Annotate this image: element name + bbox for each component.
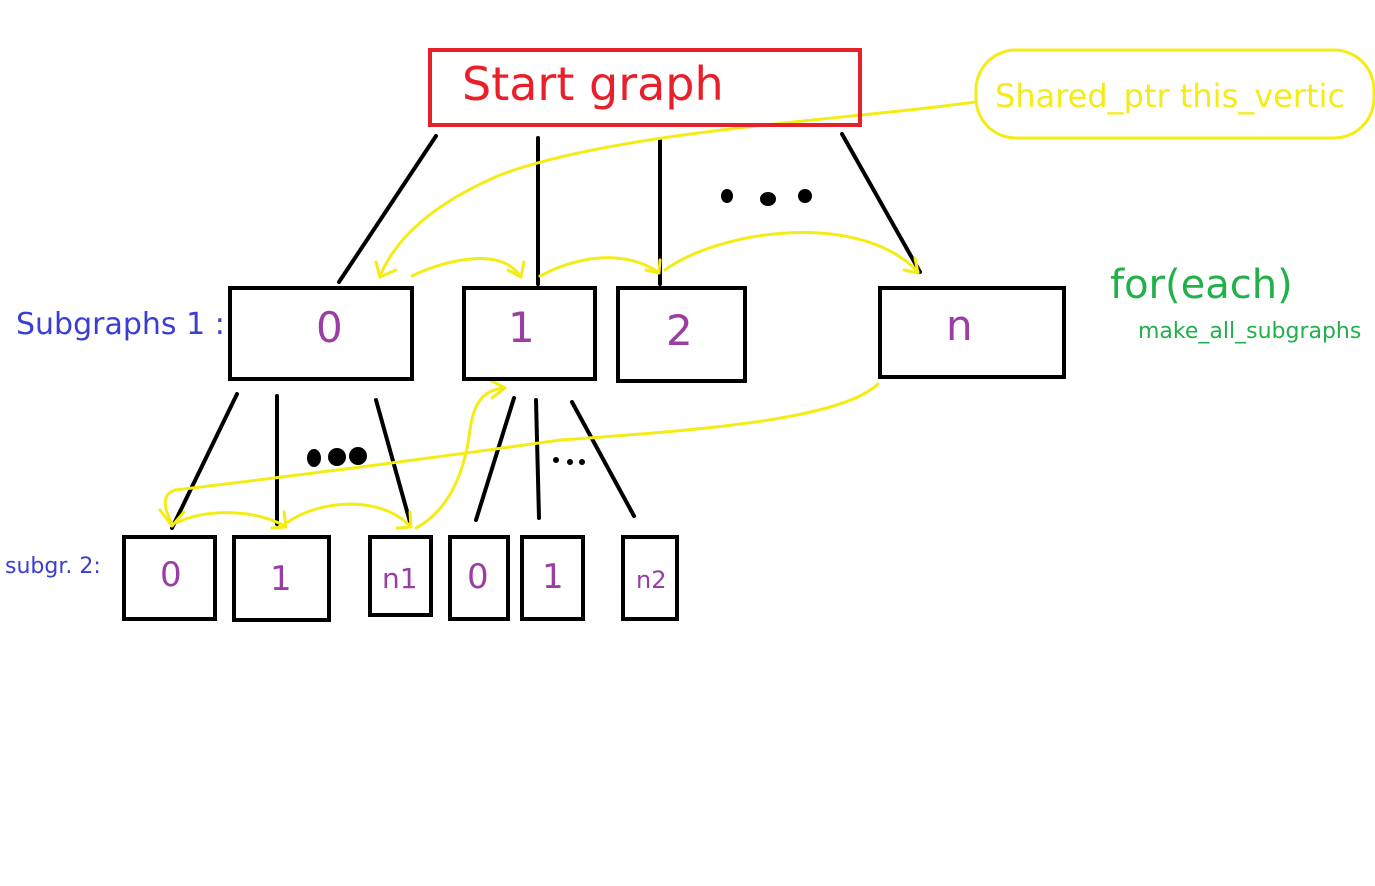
node-label: 0 (316, 303, 343, 352)
pointer-note-to-node-0 (378, 100, 977, 278)
pointer-n-to-sub2-0 (163, 382, 880, 526)
arrowhead-icon (488, 378, 507, 400)
level1-node-2: 2 (616, 286, 747, 383)
level2-node-0b: 0 (448, 535, 510, 621)
node-label: 1 (542, 557, 564, 597)
edge-0-to-n1 (374, 398, 412, 524)
level1-node-0: 0 (228, 286, 414, 381)
pointer-n1-to-node-1 (414, 386, 506, 530)
arrowhead-icon (395, 510, 413, 530)
level2-node-1b: 1 (520, 535, 585, 621)
edge-root-to-node-0 (337, 134, 438, 284)
edge-1-to-0 (474, 396, 516, 522)
node-label: 1 (508, 303, 535, 352)
root-title: Start graph (462, 57, 724, 111)
node-label: 2 (666, 306, 693, 355)
node-label: n1 (382, 562, 418, 595)
arrowhead-icon (902, 256, 920, 275)
note-bubble (974, 48, 1375, 140)
edge-1-to-1 (534, 398, 541, 520)
subgraph-edges (170, 392, 636, 530)
level2-label: subgr. 2: (5, 554, 101, 579)
node-label: 0 (467, 557, 489, 597)
shared-ptr-label: Shared_ptr this_vertic (995, 77, 1345, 115)
edge-root-to-node-n (840, 132, 922, 274)
level2-node-0: 0 (122, 535, 217, 621)
node-label: n (946, 301, 973, 350)
node-label: 0 (160, 555, 182, 595)
make-all-subgraphs-label: make_all_subgraphs (1138, 319, 1361, 344)
shared-ptr-note: Shared_ptr this_vertic (974, 48, 1375, 140)
shared-ptr-arrows (158, 100, 977, 530)
arrowhead-icon (158, 508, 186, 528)
ellipsis-dots-icon (721, 189, 812, 206)
node-label: n2 (636, 566, 666, 594)
root-box (428, 48, 862, 127)
arrowhead-icon (506, 260, 526, 279)
root-node: Start graph (428, 48, 862, 127)
level1-node-n: n (878, 286, 1066, 379)
pointer-sub2-0-to-1 (176, 511, 287, 528)
arrowhead-icon (644, 258, 662, 275)
pointer-2-to-n (663, 230, 920, 274)
pointer-0-to-1 (410, 257, 522, 278)
arrowhead-icon (374, 260, 398, 279)
arrowhead-icon (270, 510, 288, 530)
pointer-sub2-1-to-n1 (286, 502, 412, 528)
for-each-label: for(each) (1110, 262, 1293, 308)
ellipsis-dots-icon (307, 447, 367, 467)
level1-node-1: 1 (462, 286, 597, 381)
level2-node-n2: n2 (621, 535, 679, 621)
node-label: 1 (270, 559, 292, 599)
level1-label: Subgraphs 1 : (16, 307, 225, 342)
edge-1-to-n2 (570, 400, 636, 518)
root-edges (337, 132, 922, 286)
edge-0-to-0 (170, 392, 239, 530)
ellipsis-dots-icon (553, 457, 585, 465)
level2-node-1: 1 (232, 535, 331, 622)
level2-node-n1: n1 (368, 535, 433, 617)
pointer-1-to-2 (538, 256, 660, 278)
